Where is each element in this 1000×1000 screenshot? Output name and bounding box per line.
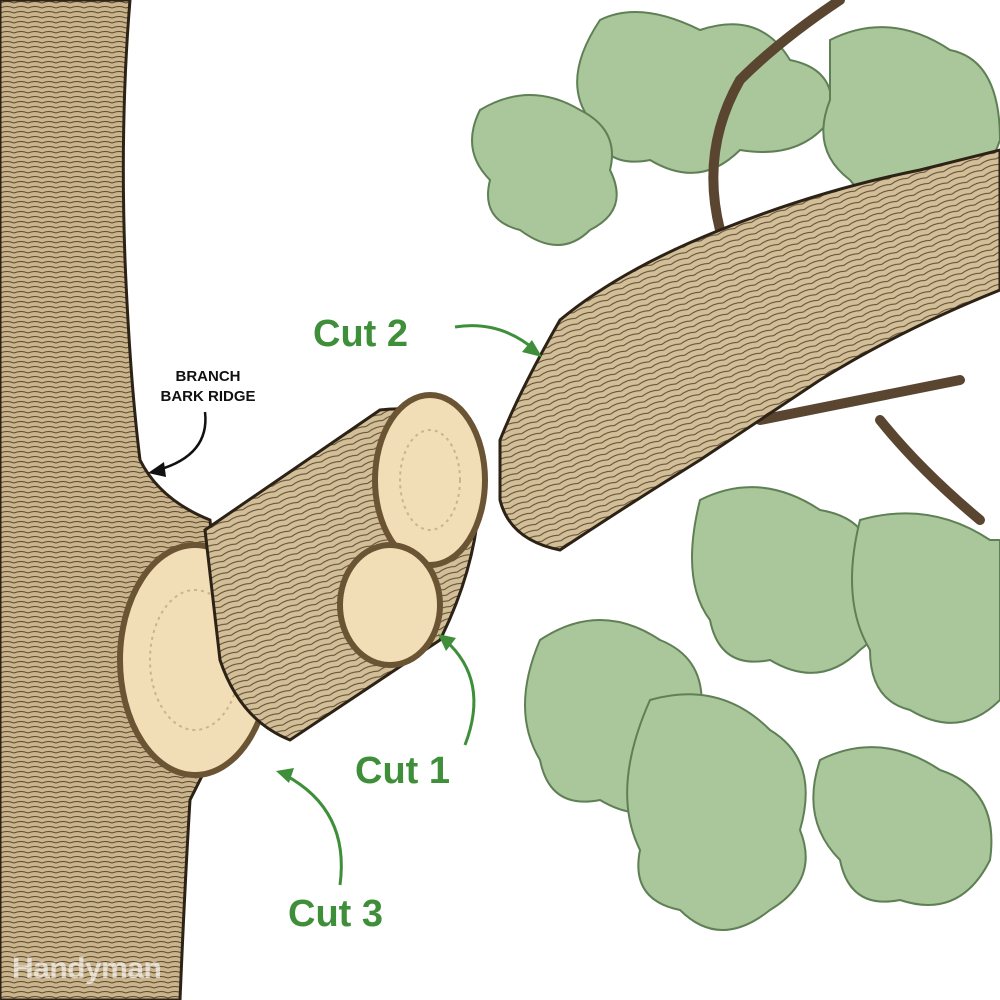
arrowhead-cut-1 xyxy=(438,634,456,651)
handyman-watermark: Handyman xyxy=(12,952,162,985)
branch-bark-ridge-line-2: BARK RIDGE xyxy=(160,388,256,405)
leaf-right xyxy=(851,512,1000,724)
twigs xyxy=(708,0,985,525)
arrow-cut-2 xyxy=(454,324,536,352)
tree-trunk xyxy=(0,0,232,1000)
cut-2-label: Cut 2 xyxy=(313,313,408,355)
leaf-mid-right xyxy=(691,486,884,674)
arrowhead-branch-bark-ridge xyxy=(148,462,166,477)
cut-1-rings xyxy=(399,429,461,531)
leaf-bottom-right xyxy=(812,746,993,906)
twig-lower xyxy=(755,375,965,425)
branch-bark-ridge-label: BRANCH BARK RIDGE xyxy=(148,367,268,407)
cut-1-label: Cut 1 xyxy=(355,750,450,792)
cut-1-face xyxy=(372,392,488,568)
cut-1-lower-face xyxy=(337,542,443,668)
arrowhead-cut-3 xyxy=(276,768,294,783)
leaf-bottom xyxy=(626,693,807,931)
twig-upper xyxy=(708,0,845,235)
ridge-arrow xyxy=(148,411,207,477)
arrow-cut-3 xyxy=(284,773,343,886)
arrow-branch-bark-ridge xyxy=(157,411,207,472)
arrow-cut-1 xyxy=(444,638,476,746)
arrowhead-cut-2 xyxy=(522,340,542,357)
twig-right xyxy=(875,415,985,525)
severed-branch xyxy=(498,148,1000,552)
arrowheads xyxy=(276,340,542,783)
leaf-left-top xyxy=(471,94,618,246)
branch-bark-ridge-line-1: BRANCH xyxy=(175,368,241,385)
arrows xyxy=(284,324,536,886)
oak-leaves xyxy=(471,11,1000,931)
cut-3-label: Cut 3 xyxy=(288,893,383,935)
